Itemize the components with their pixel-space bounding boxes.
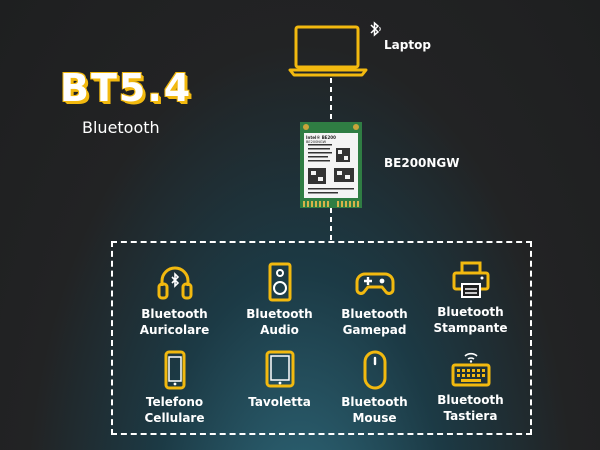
speaker-icon [268, 262, 291, 302]
device-group-box [111, 241, 532, 435]
headphones-icon [157, 266, 192, 300]
bt-version-title: BT5.4 [60, 66, 193, 110]
card-label: BE200NGW [384, 156, 460, 170]
wifi-card: Intel® BE200 BE200NGW [300, 122, 362, 208]
laptop-label: Laptop [384, 38, 431, 52]
connector-line-top [330, 78, 332, 122]
keyboard-icon [451, 352, 490, 387]
laptop-icon [288, 25, 368, 77]
bluetooth-icon [370, 21, 381, 37]
device-label: Tavoletta [248, 395, 311, 409]
device-tablet: Tavoletta [227, 350, 332, 410]
card-brand-text: Intel® BE200 [306, 135, 336, 140]
wifi-card-graphic [300, 122, 362, 208]
phone-icon [164, 350, 185, 390]
mouse-icon [363, 350, 386, 390]
connector-line-bottom [330, 208, 332, 242]
printer-icon [452, 261, 489, 298]
bt-subtitle: Bluetooth [82, 118, 160, 137]
tablet-icon [265, 350, 294, 388]
card-model-text: BE200NGW [306, 140, 327, 144]
gamepad-icon [355, 272, 394, 295]
